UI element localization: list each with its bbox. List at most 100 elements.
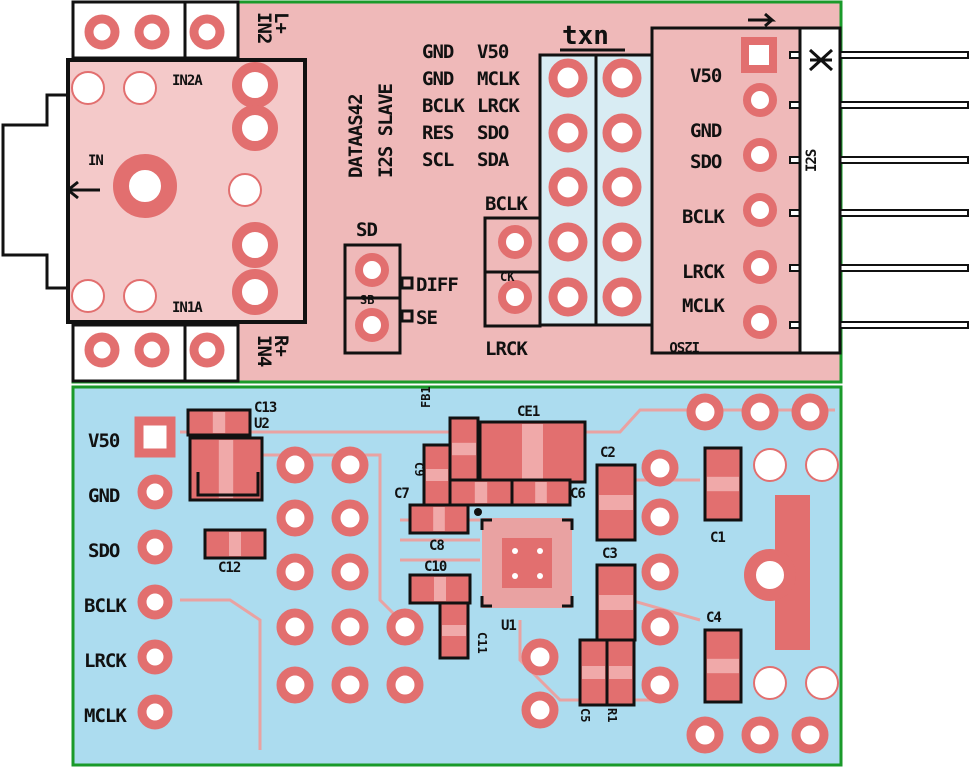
- through-hole-pad: [355, 253, 389, 287]
- bottom-pads: [134, 393, 839, 754]
- through-hole-pad: [741, 393, 779, 431]
- component-labels: C13 U2 C12 FB1 C9 C7 CE1 C2 C6 C8 C10 C1…: [218, 386, 726, 722]
- gap: [474, 482, 488, 503]
- through-hole-pad: [276, 666, 314, 704]
- c9-label: C9: [412, 462, 426, 476]
- header-label: V50: [88, 430, 120, 452]
- gap: [218, 440, 234, 498]
- c4-component: [703, 628, 743, 704]
- pin-legend-item: SDA: [477, 149, 510, 171]
- through-hole-pad: [641, 666, 679, 704]
- through-hole-pad: [276, 446, 314, 484]
- header-pin: [789, 51, 969, 59]
- through-hole-pad: [137, 529, 173, 565]
- c3-label: C3: [602, 546, 617, 562]
- u2-component: [188, 436, 264, 502]
- through-hole-pad: [743, 83, 777, 117]
- ce1-label: CE1: [517, 404, 540, 420]
- pin-legend-item: LRCK: [477, 95, 520, 117]
- through-hole-pad: [232, 62, 278, 108]
- pin-legend-item: MCLK: [477, 68, 520, 90]
- through-hole-pad: [753, 666, 787, 700]
- c8-label: C8: [429, 538, 444, 554]
- through-hole-pad: [602, 277, 642, 317]
- pin-legend-item: GND: [422, 41, 454, 63]
- header-pin: [789, 101, 969, 109]
- through-hole-pad: [641, 553, 679, 591]
- ce1-component: [478, 420, 587, 484]
- header-pin: [789, 209, 969, 217]
- sd-label: SD: [356, 219, 377, 241]
- through-hole-pad: [498, 225, 532, 259]
- header-pin: [789, 321, 969, 329]
- through-hole-pad: [189, 332, 225, 368]
- via: [537, 573, 543, 579]
- gap: [582, 666, 605, 679]
- through-hole-pad: [602, 58, 642, 98]
- through-hole-pad: [71, 279, 105, 313]
- through-hole-pad: [548, 58, 588, 98]
- pin-legend-item: SDO: [477, 122, 509, 144]
- through-hole-pad: [753, 448, 787, 482]
- se-marker: [400, 309, 414, 323]
- c3-component: [595, 563, 637, 642]
- c11-component: [438, 601, 470, 660]
- c12-label: C12: [218, 560, 241, 576]
- through-hole-pad: [498, 280, 532, 314]
- pin-legend-right: V50 MCLK LRCK SDO SDA: [477, 41, 521, 171]
- u1-chip: [474, 508, 574, 608]
- through-hole-pad: [232, 105, 278, 151]
- square-pad: [741, 37, 777, 73]
- through-hole-pad: [137, 584, 173, 620]
- in2-label: IN2: [253, 12, 275, 43]
- in4-header-outline: [71, 323, 240, 383]
- gap: [707, 658, 739, 674]
- smd-components: [186, 408, 743, 707]
- gap: [452, 442, 476, 456]
- connector-body: [798, 26, 842, 355]
- through-hole-pad: [641, 498, 679, 536]
- through-hole-pad: [386, 608, 424, 646]
- via: [512, 548, 518, 554]
- header-label: GND: [88, 485, 120, 507]
- through-hole-pad: [137, 639, 173, 675]
- gap: [212, 412, 226, 433]
- u1-label: U1: [501, 618, 516, 634]
- through-hole-pad: [791, 716, 829, 754]
- board-subtitle: I2S SLAVE: [375, 83, 397, 178]
- header-label: BCLK: [84, 595, 127, 617]
- through-hole-pad: [134, 332, 170, 368]
- through-hole-pad: [386, 666, 424, 704]
- c4-label: C4: [706, 610, 721, 626]
- gap: [433, 507, 445, 531]
- through-hole-pad: [84, 14, 120, 50]
- jack-center-pad: [744, 549, 796, 601]
- c6-component: [510, 478, 572, 507]
- through-hole-pad: [276, 553, 314, 591]
- c5-component: [578, 638, 609, 707]
- through-hole-pad: [548, 277, 588, 317]
- through-hole-pad: [743, 305, 777, 339]
- through-hole-pad: [602, 222, 642, 262]
- in4-label: IN4: [253, 335, 275, 367]
- in2a-label: IN2A: [172, 73, 203, 89]
- gap: [229, 532, 241, 556]
- u2-label: U2: [254, 416, 269, 432]
- through-hole-pad: [189, 14, 225, 50]
- through-hole-pad: [741, 716, 779, 754]
- bclk-label: BCLK: [485, 193, 528, 215]
- through-hole-pad: [123, 71, 157, 105]
- through-hole-pad: [228, 173, 262, 207]
- through-hole-pad: [548, 222, 588, 262]
- through-hole-pad: [805, 666, 839, 700]
- pin1-marker-icon: [808, 48, 834, 72]
- fb1-component: [448, 416, 480, 482]
- square-pad: [134, 416, 176, 458]
- c1-label: C1: [710, 530, 725, 546]
- through-hole-pad: [743, 250, 777, 284]
- fb1-label: FB1: [419, 386, 433, 408]
- c9-component: [422, 443, 452, 507]
- through-hole-pad: [743, 193, 777, 227]
- through-hole-pad: [743, 138, 777, 172]
